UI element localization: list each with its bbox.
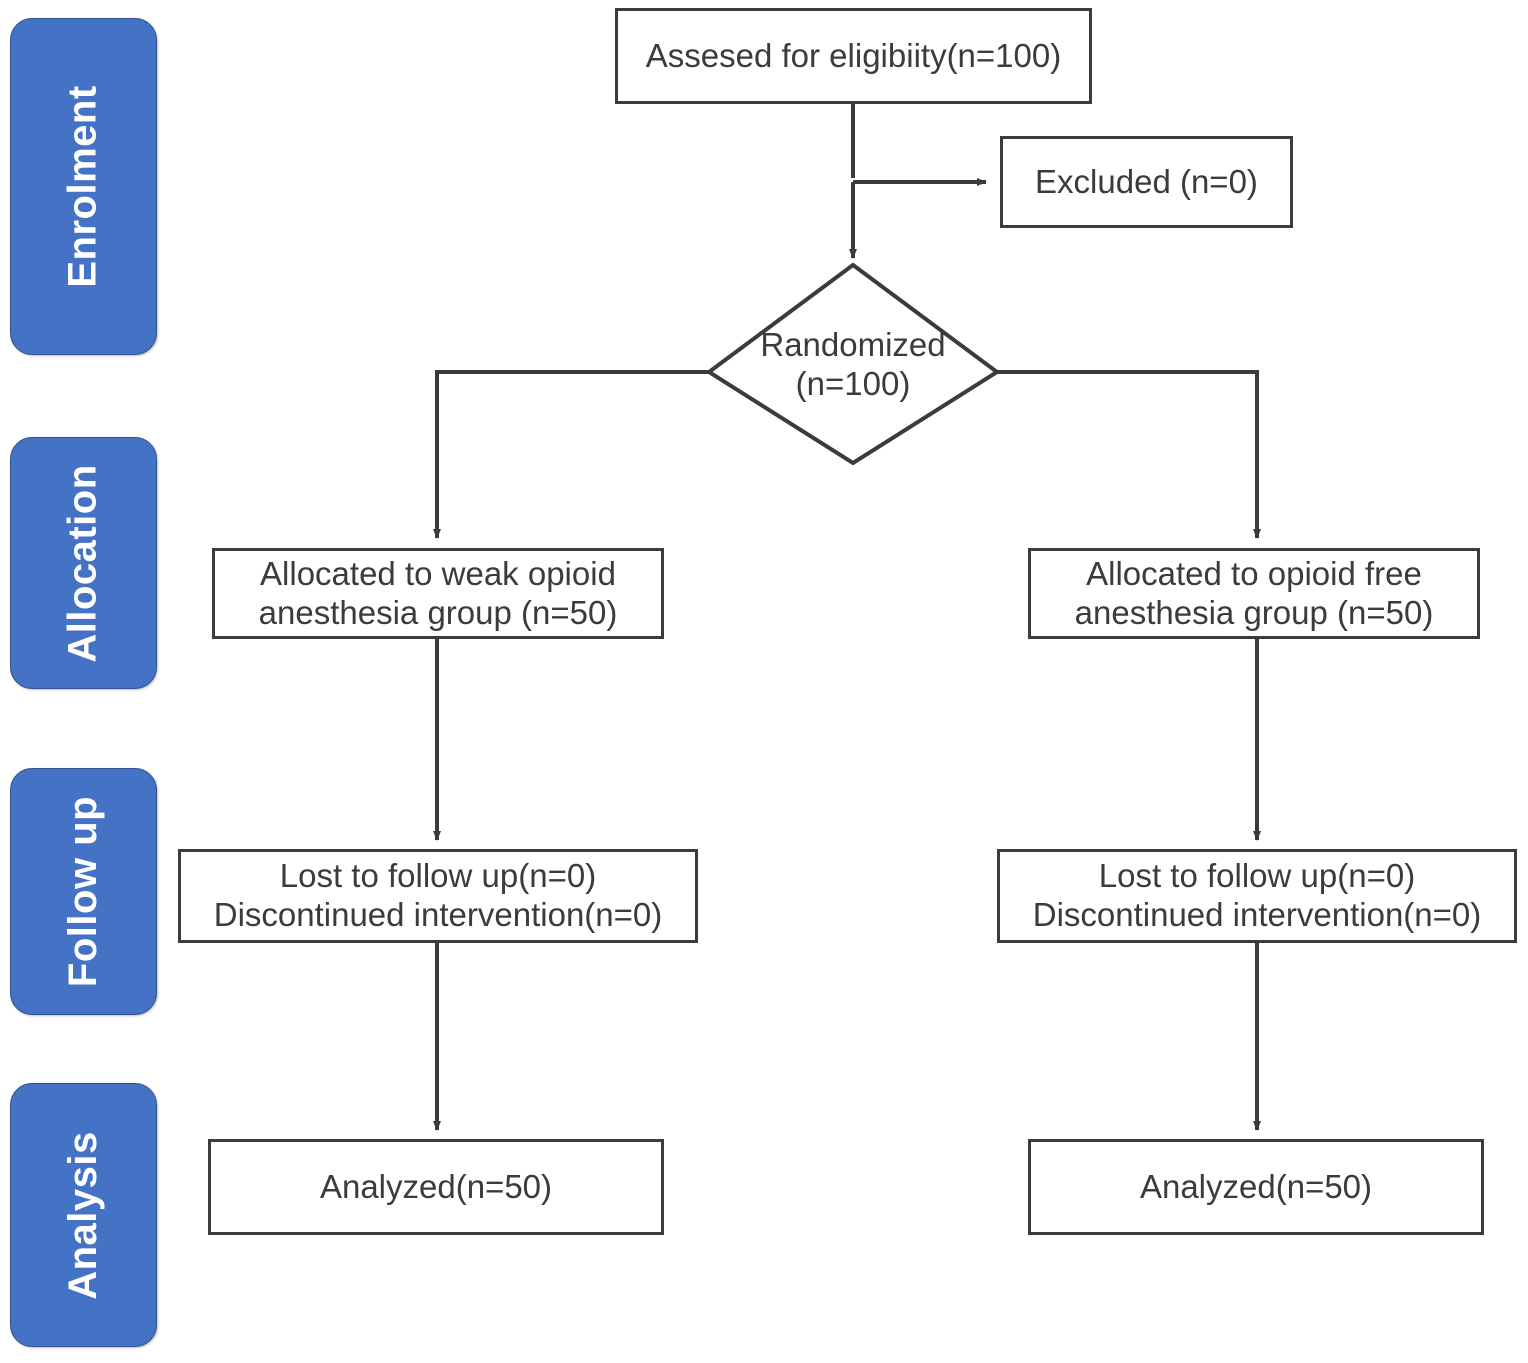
- stage-label-enrolment: Enrolment: [10, 18, 157, 355]
- randomized-diamond: [705, 262, 1001, 466]
- node-assessed-for-eligibility-text: Assesed for eligibiity(n=100): [645, 36, 1062, 74]
- node-analyzed-right: Analyzed(n=50): [1028, 1139, 1484, 1235]
- connector-randomized-to-allocated-right: [997, 370, 1261, 539]
- connector-randomized-to-allocated-left: [433, 370, 709, 539]
- node-allocated-opioid-free-text: Allocated to opioid free anesthesia grou…: [1074, 554, 1434, 631]
- node-allocated-weak-opioid-text: Allocated to weak opioid anesthesia grou…: [258, 554, 618, 631]
- node-followup-left-text: Lost to follow up(n=0) Discontinued inte…: [213, 857, 663, 933]
- stage-label-enrolment-text: Enrolment: [61, 85, 106, 288]
- node-followup-left: Lost to follow up(n=0) Discontinued inte…: [178, 849, 698, 943]
- stage-label-analysis: Analysis: [10, 1083, 157, 1347]
- stage-label-allocation: Allocation: [10, 437, 157, 689]
- stage-label-allocation-text: Allocation: [61, 463, 105, 663]
- stage-label-follow-up: Follow up: [10, 768, 157, 1015]
- node-followup-right-text: Lost to follow up(n=0) Discontinued inte…: [1032, 857, 1482, 933]
- stage-label-follow-up-text: Follow up: [61, 795, 105, 988]
- node-followup-right: Lost to follow up(n=0) Discontinued inte…: [997, 849, 1517, 943]
- node-assessed-for-eligibility: Assesed for eligibiity(n=100): [615, 8, 1092, 104]
- node-allocated-weak-opioid: Allocated to weak opioid anesthesia grou…: [212, 548, 664, 639]
- node-allocated-opioid-free: Allocated to opioid free anesthesia grou…: [1028, 548, 1480, 639]
- node-excluded: Excluded (n=0): [1000, 136, 1293, 228]
- node-analyzed-left: Analyzed(n=50): [208, 1139, 664, 1235]
- node-analyzed-right-text: Analyzed(n=50): [1139, 1167, 1373, 1205]
- node-excluded-text: Excluded (n=0): [1035, 162, 1258, 200]
- node-analyzed-left-text: Analyzed(n=50): [319, 1167, 553, 1205]
- stage-label-analysis-text: Analysis: [61, 1130, 105, 1300]
